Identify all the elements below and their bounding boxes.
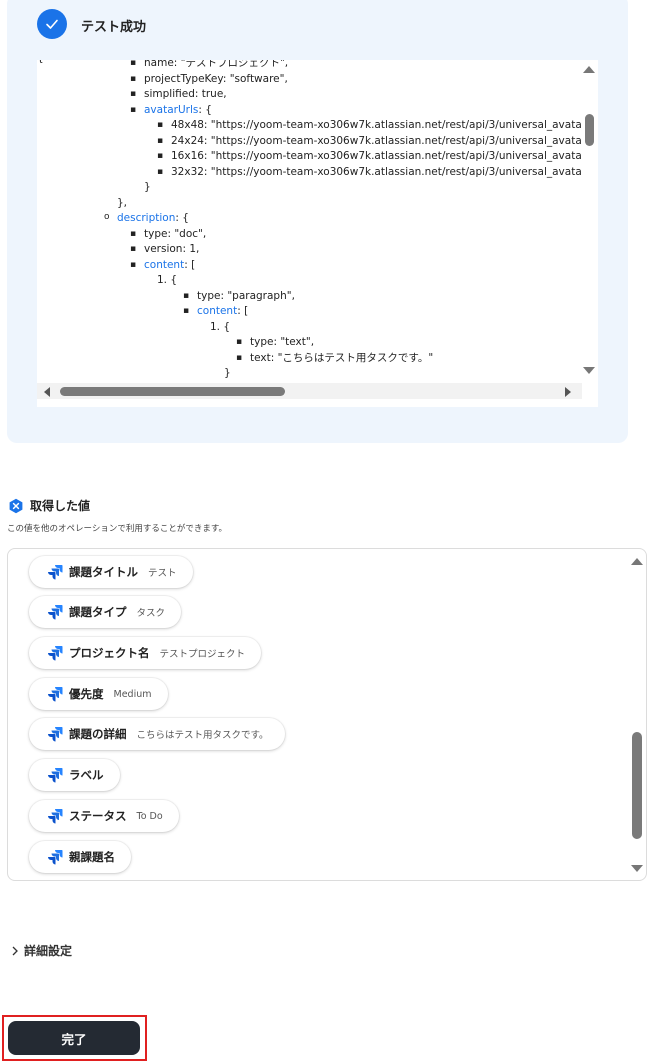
done-button[interactable]: 完了 bbox=[8, 1021, 140, 1055]
value-pill[interactable]: 課題の詳細 こちらはテスト用タスクです。 bbox=[29, 718, 285, 750]
json-line: 48x48: "https://yoom-team-xo306w7k.atlas… bbox=[157, 118, 582, 134]
value-pill[interactable]: 親課題名 bbox=[29, 841, 131, 873]
json-key: content bbox=[197, 305, 238, 317]
value-pill[interactable]: プロジェクト名 テストプロジェクト bbox=[29, 637, 262, 669]
json-line: 1. { bbox=[210, 320, 231, 333]
json-key: avatarUrls bbox=[144, 103, 199, 116]
json-line: } bbox=[224, 367, 231, 379]
check-icon bbox=[37, 9, 67, 39]
jira-icon bbox=[48, 727, 63, 742]
json-line: name: "テストプロジェクト", bbox=[130, 60, 288, 72]
json-key: content bbox=[144, 258, 185, 271]
json-vertical-scrollbar[interactable] bbox=[582, 60, 598, 391]
value-pill[interactable]: 優先度 Medium bbox=[29, 678, 168, 710]
advanced-settings-toggle[interactable]: 詳細設定 bbox=[10, 942, 72, 959]
acquired-values-title: 取得した値 bbox=[30, 499, 91, 513]
acquired-values-list[interactable]: 課題タイトル テスト 課題タイプ タスク プロジェクト名 テストプロジェクト 優… bbox=[7, 548, 647, 881]
scroll-up-arrow-icon[interactable] bbox=[631, 558, 643, 565]
value-pill[interactable]: ステータス To Do bbox=[29, 800, 179, 832]
scroll-up-arrow-icon[interactable] bbox=[583, 66, 595, 73]
jira-icon bbox=[48, 850, 63, 865]
test-success-panel: テスト成功 { name: "テストプロジェクト", projectTypeKe… bbox=[7, 0, 628, 443]
json-line: 24x24: "https://yoom-team-xo306w7k.atlas… bbox=[157, 134, 582, 150]
json-line: }, bbox=[117, 196, 128, 209]
json-line: simplified: true, bbox=[130, 87, 227, 103]
json-line: description: { bbox=[104, 210, 189, 227]
json-line: type: "text", bbox=[236, 335, 314, 351]
json-line: content: [ bbox=[183, 304, 248, 320]
jira-icon bbox=[48, 809, 63, 824]
json-line: content: [ bbox=[130, 258, 195, 274]
json-line: text: "こちらはテスト用タスクです。" bbox=[236, 351, 433, 367]
done-button-highlight bbox=[2, 1015, 147, 1061]
json-line: 16x16: "https://yoom-team-xo306w7k.atlas… bbox=[157, 149, 582, 165]
json-line: avatarUrls: { bbox=[130, 103, 212, 119]
json-output-box[interactable]: { name: "テストプロジェクト", projectTypeKey: "so… bbox=[37, 60, 598, 407]
json-line: 1. { bbox=[157, 274, 178, 286]
value-pill[interactable]: ラベル bbox=[29, 759, 120, 791]
json-line: type: "paragraph", bbox=[183, 289, 295, 305]
scroll-left-arrow-icon[interactable] bbox=[44, 387, 50, 397]
jira-icon bbox=[48, 646, 63, 661]
scrollbar-thumb[interactable] bbox=[60, 387, 285, 396]
json-line: type: "doc", bbox=[130, 227, 206, 243]
value-pill[interactable]: 課題タイトル テスト bbox=[29, 556, 193, 588]
jira-icon bbox=[48, 687, 63, 702]
scroll-right-arrow-icon[interactable] bbox=[565, 387, 571, 397]
json-key: description bbox=[117, 212, 176, 224]
json-line: version: 1, bbox=[130, 242, 199, 258]
json-content: { name: "テストプロジェクト", projectTypeKey: "so… bbox=[37, 60, 582, 384]
json-line: { bbox=[37, 60, 44, 67]
scrollbar-thumb[interactable] bbox=[632, 732, 642, 839]
success-title: テスト成功 bbox=[81, 20, 147, 35]
jira-icon bbox=[48, 565, 63, 580]
hexagon-x-icon bbox=[9, 498, 23, 513]
json-line: 32x32: "https://yoom-team-xo306w7k.atlas… bbox=[157, 165, 582, 181]
value-pill[interactable]: 課題タイプ タスク bbox=[29, 596, 182, 628]
json-horizontal-scrollbar[interactable] bbox=[37, 383, 582, 399]
scroll-down-arrow-icon[interactable] bbox=[631, 865, 643, 872]
jira-icon bbox=[48, 605, 63, 620]
scroll-down-arrow-icon[interactable] bbox=[583, 367, 595, 374]
jira-icon bbox=[48, 768, 63, 783]
chevron-right-icon bbox=[12, 946, 18, 955]
json-line: } bbox=[144, 181, 151, 193]
acquired-values-description: この値を他のオペレーションで利用することができます。 bbox=[7, 524, 227, 534]
scrollbar-thumb[interactable] bbox=[585, 114, 594, 146]
acquired-values-header: 取得した値 bbox=[8, 497, 90, 514]
json-line: projectTypeKey: "software", bbox=[130, 72, 288, 88]
